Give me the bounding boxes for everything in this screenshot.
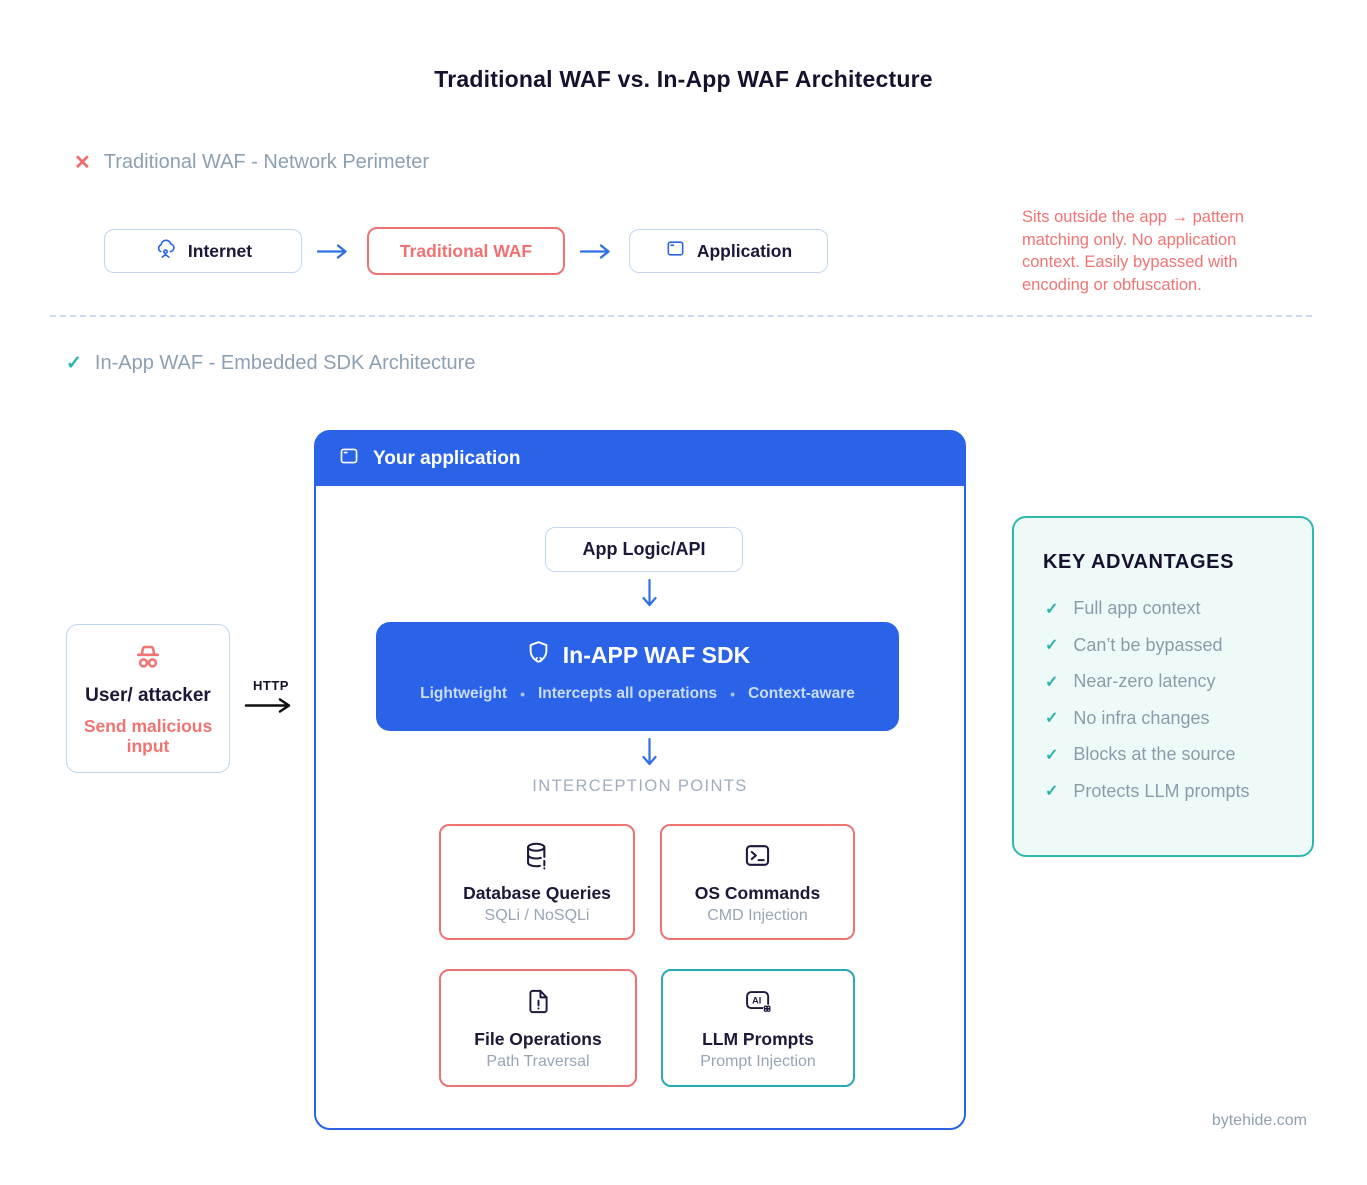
user-attacker-card: User/ attacker Send malicious input	[66, 624, 230, 773]
traditional-heading-label: Traditional WAF - Network Perimeter	[103, 151, 430, 173]
app-logic-node: App Logic/API	[545, 527, 743, 572]
terminal-icon	[742, 840, 773, 876]
check-icon: ✓	[1045, 673, 1059, 691]
point-subtitle: Path Traversal	[486, 1052, 590, 1070]
key-advantages-title: KEY ADVANTAGES	[1043, 551, 1235, 573]
advantage-item: ✓ Protects LLM prompts	[1045, 781, 1312, 802]
section-divider	[50, 315, 1312, 317]
bullet-separator: •	[730, 686, 736, 702]
http-arrow-label: HTTP	[253, 678, 289, 693]
check-icon: ✓	[1045, 710, 1059, 727]
database-alert-icon	[522, 840, 553, 876]
advantage-label: Protects LLM prompts	[1073, 780, 1250, 801]
advantage-item: ✓ No infra changes	[1045, 708, 1312, 729]
app-window-icon	[338, 445, 360, 473]
attacker-title: User/ attacker	[85, 685, 211, 706]
interception-points-title: INTERCEPTION POINTS	[532, 777, 748, 795]
point-title: LLM Prompts	[702, 1028, 814, 1049]
advantage-item: ✓ Near-zero latency	[1045, 671, 1312, 692]
internet-node-label: Internet	[187, 240, 253, 261]
file-alert-icon	[524, 986, 553, 1022]
point-subtitle: Prompt Injection	[700, 1052, 816, 1070]
your-application-container: Your application App Logic/API In-APP WA…	[314, 430, 966, 1130]
down-arrow-icon	[641, 578, 658, 617]
point-subtitle: SQLi / NoSQLi	[484, 906, 590, 924]
advantage-item: ✓ Blocks at the source	[1045, 744, 1312, 765]
advantage-label: Near-zero latency	[1073, 671, 1216, 691]
key-advantages-panel: KEY ADVANTAGES ✓ Full app context ✓ Can’…	[1012, 516, 1314, 857]
application-node: Application	[629, 229, 828, 273]
check-icon: ✓	[1045, 600, 1059, 618]
shield-code-icon	[525, 639, 552, 672]
check-icon: ✓	[1045, 746, 1059, 764]
internet-node: Internet	[104, 229, 302, 273]
point-title: File Operations	[474, 1028, 602, 1049]
footer-watermark: bytehide.com	[1211, 1112, 1307, 1129]
cloud-network-icon	[154, 237, 177, 265]
down-arrow-icon	[641, 737, 658, 776]
point-subtitle: CMD Injection	[707, 906, 808, 924]
app-window-icon	[665, 238, 686, 264]
advantage-item: ✓ Full app context	[1045, 598, 1312, 619]
bullet-separator: •	[520, 686, 525, 702]
sdk-feature: Intercepts all operations	[537, 685, 718, 702]
page-title: Traditional WAF vs. In-App WAF Architect…	[434, 66, 933, 92]
traditional-section-heading: ✕ Traditional WAF - Network Perimeter	[74, 150, 429, 175]
sdk-feature: Context-aware	[748, 685, 855, 702]
advantage-label: Can’t be bypassed	[1073, 634, 1223, 655]
spy-icon	[130, 641, 166, 679]
advantage-label: Full app context	[1073, 598, 1201, 618]
flow-arrow-icon	[579, 243, 616, 265]
your-application-header: Your application	[316, 432, 964, 486]
advantage-label: No infra changes	[1073, 707, 1210, 728]
traditional-annotation: Sits outside the app → pattern matching …	[1022, 208, 1244, 294]
advantage-item: ✓ Can’t be bypassed	[1045, 635, 1312, 656]
your-application-label: Your application	[373, 448, 521, 469]
inapp-heading-label: In-App WAF - Embedded SDK Architecture	[94, 352, 476, 374]
http-arrow: HTTP	[240, 678, 302, 718]
interception-point-os-commands: OS Commands CMD Injection	[660, 824, 855, 940]
black-arrow-icon	[244, 698, 291, 713]
interception-point-file-operations: File Operations Path Traversal	[439, 969, 637, 1087]
application-node-label: Application	[696, 240, 793, 261]
traditional-waf-node-label: Traditional WAF	[399, 240, 533, 261]
inapp-section-heading: ✓ In-App WAF - Embedded SDK Architecture	[66, 352, 475, 375]
key-advantages-list: ✓ Full app context ✓ Can’t be bypassed ✓…	[1045, 598, 1312, 802]
interception-point-llm-prompts: AI LLM Prompts Prompt Injection	[661, 969, 855, 1087]
flow-arrow-icon	[316, 243, 353, 265]
sdk-features: Lightweight • Intercepts all operations …	[376, 685, 899, 703]
interception-point-database: Database Queries SQLi / NoSQLi	[439, 824, 635, 940]
check-icon: ✓	[1045, 637, 1059, 654]
check-icon: ✓	[1045, 783, 1059, 800]
sdk-title: In-APP WAF SDK	[562, 642, 751, 668]
inapp-waf-sdk-box: In-APP WAF SDK Lightweight • Intercepts …	[376, 622, 899, 731]
ai-badge-icon: AI	[742, 986, 775, 1022]
x-icon: ✕	[74, 152, 91, 174]
point-title: Database Queries	[463, 882, 611, 903]
sdk-feature: Lightweight	[420, 685, 508, 702]
attacker-subtitle: Send malicious input	[83, 716, 213, 756]
traditional-waf-node: Traditional WAF	[367, 227, 565, 275]
check-icon: ✓	[66, 353, 82, 374]
advantage-label: Blocks at the source	[1073, 744, 1236, 764]
point-title: OS Commands	[694, 882, 821, 903]
svg-text:AI: AI	[752, 995, 761, 1005]
